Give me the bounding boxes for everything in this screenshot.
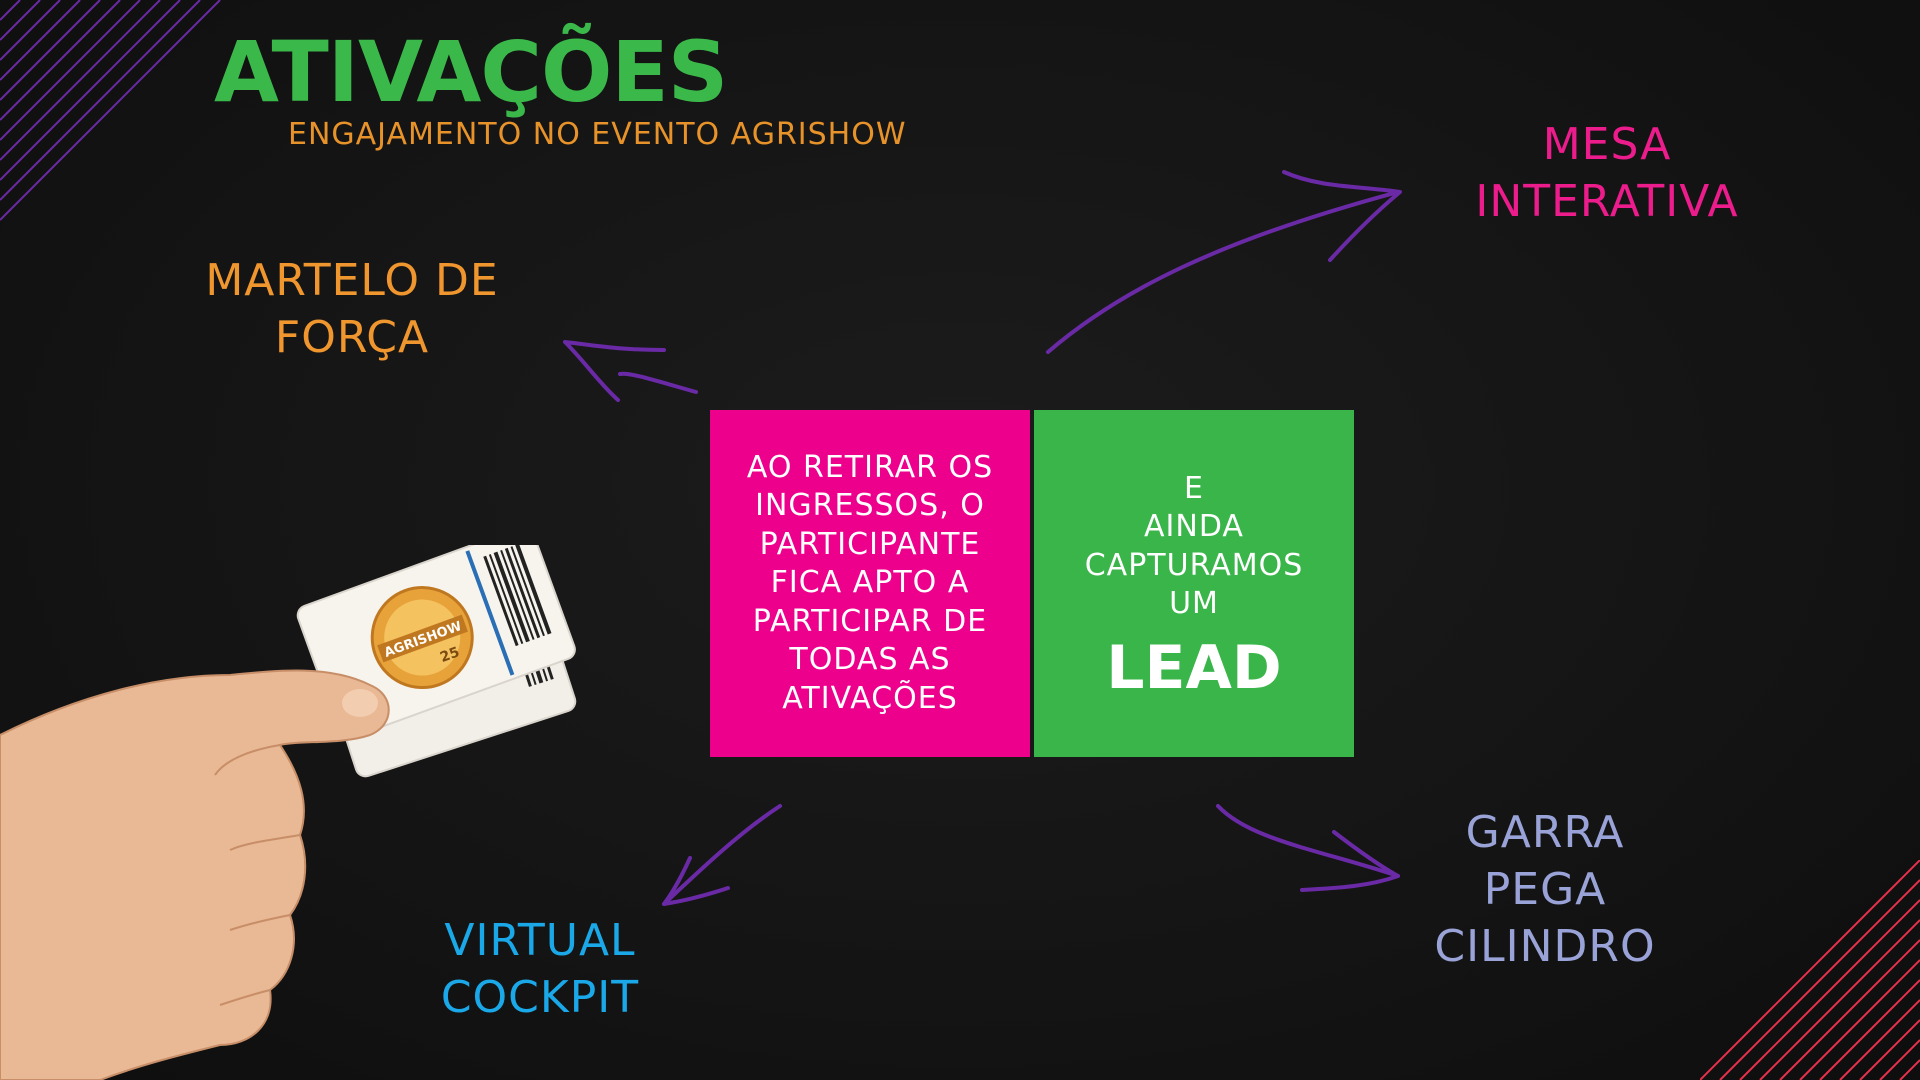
svg-text:25: 25 (438, 644, 462, 666)
barcode-front-icon (483, 545, 552, 647)
activity-martelo-de-forca: MARTELO DE FORÇA (168, 252, 536, 366)
arrow-to-garra-icon (1216, 804, 1400, 878)
agrishow-badge-icon: AGRISHOW 25 (370, 586, 474, 690)
arrow-to-martelo-head-icon (563, 340, 666, 402)
top-left-stripes (0, 0, 221, 221)
activity-martelo-line-1: MARTELO DE (205, 255, 499, 306)
ticket-info-box: AO RETIRAR OS INGRESSOS, O PARTICIPANTE … (710, 410, 1030, 757)
lead-emphasis: LEAD (1106, 632, 1282, 703)
lead-capture-text: E AINDA CAPTURAMOS UM (1084, 470, 1304, 622)
activity-virtual-cockpit: VIRTUAL COCKPIT (408, 912, 672, 1026)
activity-mesa-interativa: MESA INTERATIVA (1430, 116, 1784, 230)
activity-martelo-line-2: FORÇA (274, 312, 430, 363)
activity-mesa-line-1: MESA (1542, 119, 1672, 170)
activity-garra-line-1: GARRA (1465, 807, 1625, 858)
activity-virtual-line-1: VIRTUAL (444, 915, 636, 966)
arrow-to-virtual-icon (662, 804, 782, 906)
lead-capture-box: E AINDA CAPTURAMOS UM LEAD (1034, 410, 1354, 757)
page-subtitle: ENGAJAMENTO NO EVENTO AGRISHOW (288, 117, 907, 152)
bottom-right-stripes (1700, 860, 1920, 1080)
hand-holding-tickets-image: AGRISHOW 25 (0, 545, 577, 1080)
activity-garra-pega-cilindro: GARRA PEGA CILINDRO (1400, 804, 1690, 975)
activity-virtual-line-2: COCKPIT (440, 972, 640, 1023)
activity-mesa-line-2: INTERATIVA (1475, 176, 1739, 227)
page-title: ATIVAÇÕES (214, 23, 728, 121)
arrow-to-mesa-head-icon (1282, 170, 1402, 262)
hand-shape (0, 669, 390, 1080)
arrow-to-mesa-icon (1046, 190, 1400, 354)
arrow-to-virtual-head-icon (662, 856, 730, 906)
ticket-info-text: AO RETIRAR OS INGRESSOS, O PARTICIPANTE … (746, 449, 994, 716)
activity-garra-line-2: PEGA (1483, 864, 1607, 915)
activity-garra-line-3: CILINDRO (1434, 921, 1656, 972)
thumbnail (342, 689, 378, 717)
arrow-to-garra-head-icon (1300, 830, 1400, 892)
arrow-to-martelo-icon (618, 371, 698, 394)
